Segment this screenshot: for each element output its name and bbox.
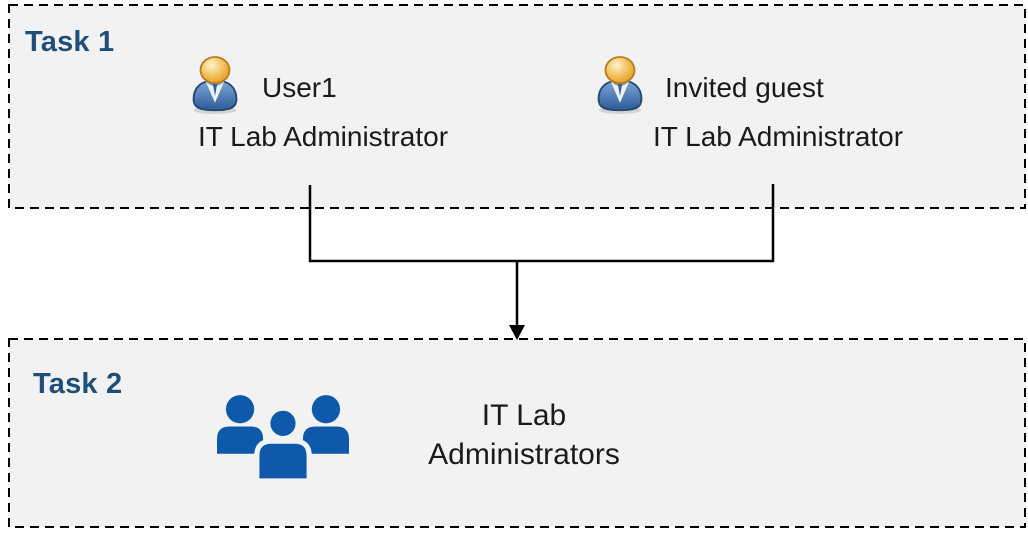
person2-role: IT Lab Administrator: [652, 121, 904, 152]
person2-name: Invited guest: [665, 72, 824, 103]
arrowhead-icon: [509, 325, 525, 340]
person-icon: [597, 56, 643, 114]
task2-title-line2: Administrators: [428, 438, 620, 471]
task1-box: [8, 4, 1026, 209]
person1-name: User1: [262, 72, 337, 103]
task2-box: [8, 338, 1026, 528]
task2-label: Task 2: [33, 368, 123, 400]
person-icon: [192, 56, 238, 114]
merge-arrow-connector: [308, 184, 775, 340]
task2-title: IT Lab Administrators: [404, 396, 644, 474]
person1-role: IT Lab Administrator: [197, 121, 449, 152]
group-icon: [217, 395, 349, 481]
task1-label: Task 1: [25, 26, 115, 58]
task2-title-line1: IT Lab: [481, 399, 567, 432]
connector-lines: [308, 184, 775, 327]
